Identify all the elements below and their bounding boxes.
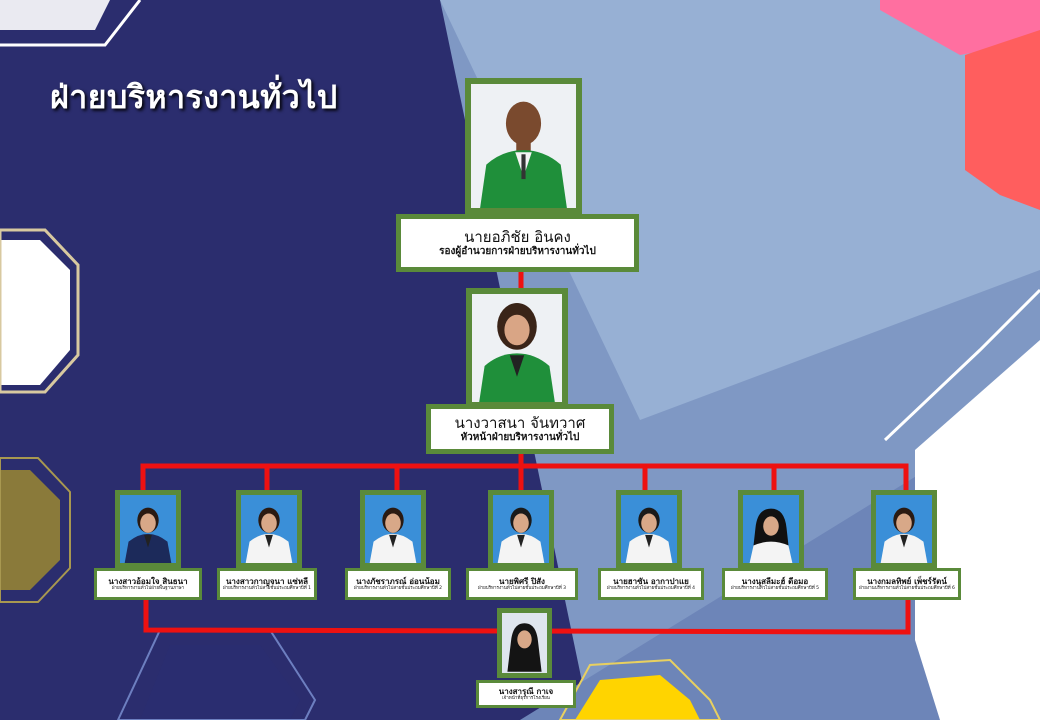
staff-portrait <box>743 495 799 563</box>
assistant-position: เจ้าหน้าที่ธุรการโรงเรียน <box>502 696 550 701</box>
staff-namebox: นางกมลทิพย์ เพ็ชร์รัตน์ ฝ่ายงานบริหารงาน… <box>853 568 961 600</box>
staff-photo <box>871 490 937 568</box>
director-position: รองผู้อำนวยการฝ่ายบริหารงานทั่วไป <box>439 245 596 257</box>
staff-name: นายฮาซัน อากาปาแย <box>613 576 689 586</box>
staff-namebox: นายพิศรี ปิสัง ฝ่ายบริหารงานทั่วไปสายชั้… <box>466 568 578 600</box>
staff-namebox: นางสาวอ้อมใจ สินธนา ฝ่ายบริหารงานทั่วไปฝ… <box>94 568 202 600</box>
staff-portrait <box>493 495 549 563</box>
staff-name: นางภัชราภรณ์ อ่อนน้อม <box>356 576 440 586</box>
staff-portrait <box>120 495 176 563</box>
assistant-portrait <box>502 613 547 673</box>
staff-name: นางสาวอ้อมใจ สินธนา <box>108 576 188 586</box>
staff-position: ฝ่ายงานบริหารงานทั่วไปสายชั้นประถมศึกษาป… <box>859 586 955 591</box>
person-icon <box>876 495 932 563</box>
staff-photo <box>236 490 302 568</box>
head-portrait <box>472 294 562 402</box>
staff-namebox: นางสาวกาญจนา แซ่หลี ฝ่ายบริหารงานทั่วไปส… <box>217 568 317 600</box>
person-icon <box>365 495 421 563</box>
staff-position: ฝ่ายบริหารงานทั่วไปฝ่ายพื้นฐานภาษา <box>111 586 185 591</box>
director-name: นายอภิชัย อินคง <box>464 227 571 246</box>
staff-name: นางกมลทิพย์ เพ็ชร์รัตน์ <box>867 576 947 586</box>
assistant-namebox: นางสารุณี กาเจ เจ้าหน้าที่ธุรการโรงเรียน <box>476 680 576 708</box>
staff-position: ฝ่ายบริหารงานทั่วไปสายชั้นประถมศึกษาปีที… <box>730 586 819 591</box>
head-position: หัวหน้าฝ่ายบริหารงานทั่วไป <box>460 431 580 443</box>
head-name: นางวาสนา จันทวาศ <box>454 413 586 432</box>
person-icon <box>472 294 562 402</box>
person-icon <box>493 495 549 563</box>
person-icon <box>471 84 576 208</box>
director-portrait <box>471 84 576 208</box>
person-icon <box>120 495 176 563</box>
person-icon <box>621 495 677 563</box>
staff-position: ฝ่ายบริหารงานทั่วไปสายชั้นประถมศึกษาปีที… <box>353 586 442 591</box>
director-photo <box>465 78 582 214</box>
person-icon <box>743 495 799 563</box>
staff-photo <box>115 490 181 568</box>
staff-portrait <box>241 495 297 563</box>
staff-namebox: นางภัชราภรณ์ อ่อนน้อม ฝ่ายบริหารงานทั่วไ… <box>345 568 451 600</box>
staff-photo <box>360 490 426 568</box>
staff-portrait <box>876 495 932 563</box>
assistant-name: นางสารุณี กาเจ <box>498 686 554 696</box>
head-namebox: นางวาสนา จันทวาศ หัวหน้าฝ่ายบริหารงานทั่… <box>426 404 614 454</box>
staff-position: ฝ่ายบริหารงานทั่วไปสายชั้นประถมศึกษาปีที… <box>222 586 311 591</box>
assistant-photo <box>497 608 552 678</box>
staff-photo <box>738 490 804 568</box>
staff-namebox: นางนุสลีมะฮ์ ดีอมอ ฝ่ายบริหารงานทั่วไปสา… <box>722 568 828 600</box>
person-icon <box>241 495 297 563</box>
head-photo <box>466 288 568 408</box>
staff-photo <box>616 490 682 568</box>
staff-position: ฝ่ายบริหารงานทั่วไปสายชั้นประถมศึกษาปีที… <box>606 586 695 591</box>
staff-portrait <box>365 495 421 563</box>
staff-name: นางสาวกาญจนา แซ่หลี <box>225 576 309 586</box>
staff-name: นายพิศรี ปิสัง <box>499 576 545 586</box>
page-title: ฝ่ายบริหารงานทั่วไป <box>50 78 338 116</box>
staff-position: ฝ่ายบริหารงานทั่วไปสายชั้นประถมศึกษาปีที… <box>477 586 566 591</box>
person-icon <box>502 614 547 672</box>
staff-name: นางนุสลีมะฮ์ ดีอมอ <box>741 576 809 586</box>
staff-photo <box>488 490 554 568</box>
staff-portrait <box>621 495 677 563</box>
director-namebox: นายอภิชัย อินคง รองผู้อำนวยการฝ่ายบริหาร… <box>396 214 639 272</box>
staff-namebox: นายฮาซัน อากาปาแย ฝ่ายบริหารงานทั่วไปสาย… <box>598 568 704 600</box>
